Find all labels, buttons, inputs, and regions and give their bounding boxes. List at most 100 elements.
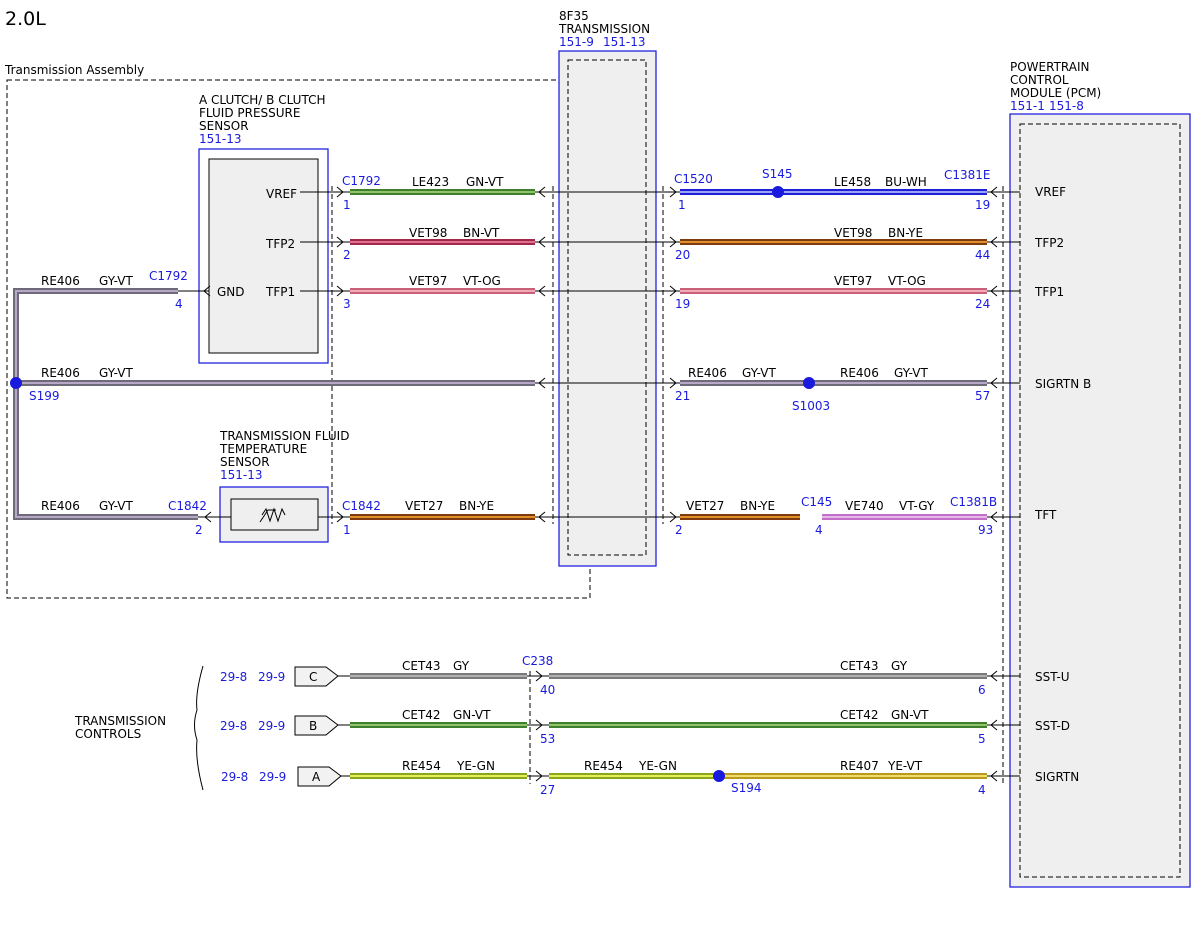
- splice-s1003-label: S1003: [792, 399, 830, 413]
- pin-c1381e-44: 44: [975, 248, 990, 262]
- wire-label-re454-color-right: YE-GN: [638, 759, 677, 773]
- wire-label-cet43-circuit-right: CET43: [840, 659, 879, 673]
- pin-c238-53: 53: [540, 732, 555, 746]
- wire-label-le423-color: GN-VT: [466, 175, 504, 189]
- offpage-tag-a-label: A: [312, 770, 321, 784]
- pin-c1792-4: 4: [175, 297, 183, 311]
- wire-label-vet27-circuit-left: VET27: [405, 499, 443, 513]
- pin-c1381e-57: 57: [975, 389, 990, 403]
- sensor1-pin-gnd: GND: [217, 285, 245, 299]
- sensor1-pin-tfp2: TFP2: [265, 237, 295, 251]
- sensor1-ref: 151-13: [199, 132, 242, 146]
- wire-label-vet98-circuit-left: VET98: [409, 226, 447, 240]
- transmission-ref-2: 151-13: [603, 35, 646, 49]
- splice-s145-label: S145: [762, 167, 793, 181]
- wire-label-vet98-color-left: BN-VT: [463, 226, 500, 240]
- sensor2-label-line2: TEMPERATURE: [219, 442, 307, 456]
- wire-re406-ground-loop: [13, 288, 198, 520]
- pin-c1842-1: 1: [343, 523, 351, 537]
- wire-label-re407-circuit: RE407: [840, 759, 879, 773]
- pin-c1520-20: 20: [675, 248, 690, 262]
- wire-label-re406-color-tft: GY-VT: [99, 499, 133, 513]
- wire-label-vet27-color-left: BN-YE: [459, 499, 494, 513]
- splice-s145-dot: [772, 186, 784, 198]
- transmission-label-line1: 8F35: [559, 9, 589, 23]
- pin-c1792-3: 3: [343, 297, 351, 311]
- connector-c1381e: C1381E: [944, 168, 991, 182]
- splice-s199-label: S199: [29, 389, 60, 403]
- pcm-block: [1009, 113, 1191, 888]
- pcm-pin-sst-u: SST-U: [1035, 670, 1070, 684]
- wire-label-cet42-color-right: GN-VT: [891, 708, 929, 722]
- pcm-pin-sigrtn: SIGRTN: [1035, 770, 1079, 784]
- pin-c1381e-19: 19: [975, 198, 990, 212]
- offpage-tag-a[interactable]: [297, 766, 342, 787]
- wire-label-re454-circuit-left: RE454: [402, 759, 441, 773]
- offpage-tag-c[interactable]: [294, 666, 339, 687]
- wire-label-vet97-color-right: VT-OG: [888, 274, 926, 288]
- wire-label-re406-circuit-gnd: RE406: [41, 274, 80, 288]
- splice-s194-dot: [713, 770, 725, 782]
- pressure-sensor-body: [208, 158, 319, 354]
- transmission-block: [558, 50, 657, 567]
- sensor1-pin-tfp1: TFP1: [265, 285, 295, 299]
- trans-controls-label-line1: TRANSMISSION: [74, 714, 166, 728]
- wire-label-re406-circuit-tft: RE406: [41, 499, 80, 513]
- connector-arrows: [203, 186, 998, 782]
- control-ref-b-1: 29-8: [220, 719, 247, 733]
- splice-s199-dot: [10, 377, 22, 389]
- wire-label-vet97-circuit-left: VET97: [409, 274, 447, 288]
- pin-c1520-19: 19: [675, 297, 690, 311]
- splice-s194-label: S194: [731, 781, 762, 795]
- connector-c1381b: C1381B: [950, 495, 997, 509]
- wire-label-vet27-circuit-right: VET27: [686, 499, 724, 513]
- pin-c1842-2: 2: [195, 523, 203, 537]
- control-ref-c-2: 29-9: [258, 670, 285, 684]
- wire-label-cet43-circuit-left: CET43: [402, 659, 441, 673]
- wire-label-re406-circuit-s1003-right: RE406: [840, 366, 879, 380]
- wire-label-re454-circuit-right: RE454: [584, 759, 623, 773]
- wire-label-le458-color: BU-WH: [885, 175, 927, 189]
- control-ref-b-2: 29-9: [258, 719, 285, 733]
- pcm-pin-vref: VREF: [1035, 185, 1066, 199]
- sensor1-label-line2: FLUID PRESSURE: [199, 106, 300, 120]
- pin-pcm-6: 6: [978, 683, 986, 697]
- sensor1-label-line3: SENSOR: [199, 119, 249, 133]
- wire-label-le423-circuit: LE423: [412, 175, 449, 189]
- pin-c1520-1: 1: [678, 198, 686, 212]
- wire-label-re406-color-s1003-left: GY-VT: [742, 366, 776, 380]
- pressure-sensor-box: [198, 148, 329, 364]
- control-ref-a-1: 29-8: [221, 770, 248, 784]
- wire-label-re406-circuit-main: RE406: [41, 366, 80, 380]
- pcm-pin-sigrtn-b: SIGRTN B: [1035, 377, 1091, 391]
- offpage-tag-b-label: B: [309, 719, 317, 733]
- pin-c1381e-24: 24: [975, 297, 990, 311]
- offpage-tag-b[interactable]: [294, 715, 339, 736]
- assembly-label: Transmission Assembly: [4, 63, 144, 77]
- control-ref-c-1: 29-8: [220, 670, 247, 684]
- pin-c1520-21: 21: [675, 389, 690, 403]
- connector-c1842-sensor: C1842: [342, 499, 381, 513]
- lead-lines: [178, 191, 1020, 777]
- wire-label-re454-color-left: YE-GN: [456, 759, 495, 773]
- sensor1-pin-vref: VREF: [266, 187, 297, 201]
- connector-c145: C145: [801, 495, 832, 509]
- wire-label-re407-color: YE-VT: [887, 759, 923, 773]
- wire-label-vet98-circuit-right: VET98: [834, 226, 872, 240]
- pcm-ref-2: 151-8: [1049, 99, 1084, 113]
- pcm-label-line2: CONTROL: [1010, 73, 1069, 87]
- wire-label-ve740-circuit: VE740: [845, 499, 884, 513]
- engine-label: 2.0L: [5, 8, 46, 30]
- wire-label-vet97-circuit-right: VET97: [834, 274, 872, 288]
- pin-c145-4: 4: [815, 523, 823, 537]
- pin-c1381b-93: 93: [978, 523, 993, 537]
- connector-c1792-signal: C1792: [342, 174, 381, 188]
- wire-layer: [13, 189, 987, 779]
- pin-c238-40: 40: [540, 683, 555, 697]
- trans-controls-label-line2: CONTROLS: [75, 727, 141, 741]
- wire-label-le458-circuit: LE458: [834, 175, 871, 189]
- wire-label-re406-color-gnd: GY-VT: [99, 274, 133, 288]
- sensor2-label-line3: SENSOR: [220, 455, 270, 469]
- wire-label-cet42-circuit-left: CET42: [402, 708, 441, 722]
